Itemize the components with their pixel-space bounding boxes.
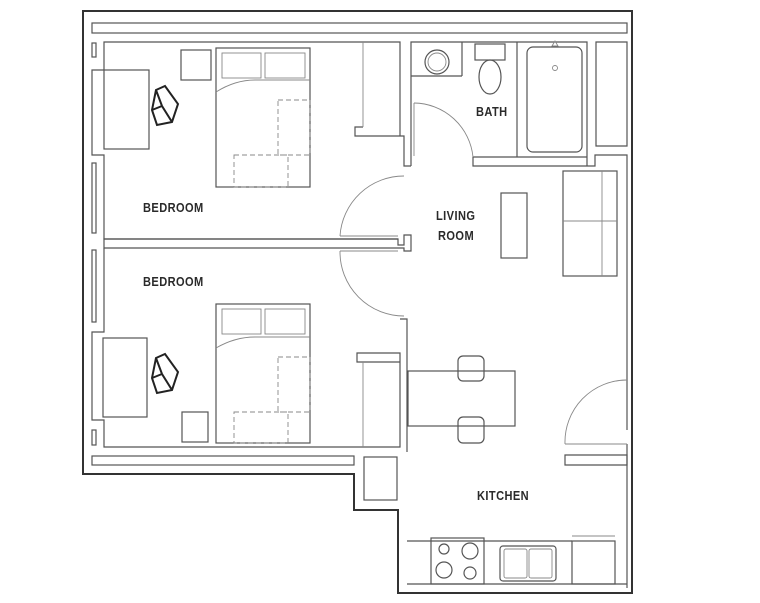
- bedroom-2-walls: [91, 248, 408, 452]
- rug-1: [277, 99, 311, 156]
- pillow: [221, 52, 262, 79]
- entry-door-swing: [564, 379, 628, 445]
- left-window: [91, 42, 97, 58]
- bottom-closet-shelf: [91, 455, 355, 466]
- left-window: [91, 162, 97, 234]
- bed-1-sheet: [215, 79, 310, 93]
- left-window: [91, 249, 97, 323]
- kitchen-walls: [564, 454, 628, 466]
- storage-closet: [363, 456, 398, 501]
- toilet-bowl: [478, 59, 502, 95]
- exterior-wall: [82, 10, 633, 594]
- bedroom-divider-wall: [103, 234, 412, 252]
- desk-chair-1: [150, 84, 180, 127]
- bathtub: [526, 46, 583, 153]
- bedroom-1-door-swing: [339, 175, 405, 237]
- room-label-bath: BATH: [476, 104, 508, 119]
- top-closet-shelf: [91, 22, 628, 34]
- rug-2: [233, 411, 289, 444]
- room-label-bedroom-1: BEDROOM: [143, 200, 204, 215]
- toilet-tank: [474, 43, 506, 61]
- pillow: [221, 308, 262, 335]
- tub-faucet-icon: [551, 40, 559, 47]
- bath-sink: [424, 49, 450, 75]
- refrigerator: [571, 540, 616, 585]
- rug-2: [277, 356, 311, 413]
- dining-chair: [457, 355, 485, 382]
- desk-1: [103, 69, 150, 150]
- stove: [430, 537, 485, 585]
- desk-2: [102, 337, 148, 418]
- room-label-living-1: LIVING: [436, 208, 476, 223]
- bed-2: [215, 303, 311, 444]
- tv-stand: [500, 192, 528, 259]
- room-label-kitchen: KITCHEN: [477, 488, 530, 503]
- nightstand-2: [181, 411, 209, 443]
- left-window: [91, 429, 97, 446]
- room-label-bedroom-2: BEDROOM: [143, 274, 204, 289]
- desk-chair-2: [150, 352, 180, 395]
- bath-door-swing: [413, 102, 474, 158]
- bedroom-2-door-swing: [339, 250, 405, 317]
- sofa: [562, 170, 618, 277]
- dining-table: [407, 370, 516, 427]
- room-label-living-2: ROOM: [438, 228, 475, 243]
- bed-1: [215, 47, 311, 188]
- pillow: [264, 308, 306, 335]
- dining-chair: [457, 416, 485, 444]
- kitchen-sink: [499, 545, 557, 582]
- bath-walls: [410, 41, 628, 588]
- nightstand-1: [180, 49, 212, 81]
- bed-2-sheet: [215, 336, 310, 349]
- rug-1: [233, 154, 289, 188]
- pillow: [264, 52, 306, 79]
